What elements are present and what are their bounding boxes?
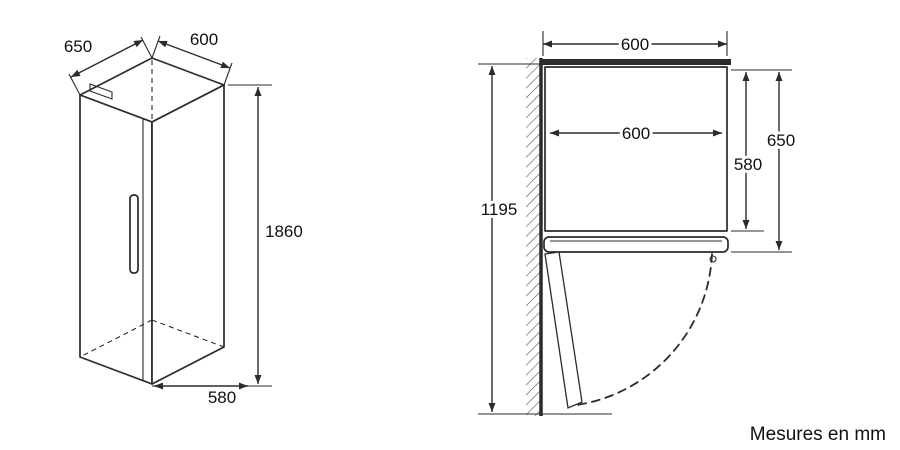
dim-side-depth-label: 650 xyxy=(64,37,92,56)
ext-line xyxy=(151,35,161,59)
wall-hatching xyxy=(526,58,541,416)
dim-top-clearance-label: 1195 xyxy=(481,200,518,219)
door-closed xyxy=(543,236,729,253)
dim-top-inner-width-label: 600 xyxy=(622,124,650,143)
dim-side-height-label: 1860 xyxy=(265,222,303,241)
units-caption: Mesures en mm xyxy=(750,424,886,445)
ext-line xyxy=(223,62,233,86)
dim-top-total-depth-label: 650 xyxy=(767,131,795,150)
back-wall-bar xyxy=(541,59,731,65)
fridge-side-face xyxy=(151,84,225,385)
hidden-bottom-left-edge xyxy=(79,319,153,358)
side-view-dimensions: 650 600 1860 580 xyxy=(61,27,306,410)
door-hinge-pin xyxy=(709,255,717,263)
top-view-dimensions: 600 600 580 650 1195 xyxy=(478,31,798,415)
door-swing-arc xyxy=(576,253,713,406)
dim-top-outer-width-label: 600 xyxy=(621,35,649,54)
door-handle xyxy=(129,194,139,274)
ext-line xyxy=(68,73,81,96)
dim-top-body-depth-label: 580 xyxy=(734,155,762,174)
side-perspective-view xyxy=(79,57,225,385)
cabinet-body xyxy=(544,66,728,232)
dim-side-base-label: 580 xyxy=(208,388,236,407)
dim-line-depth xyxy=(70,39,144,78)
dim-side-width-label: 600 xyxy=(190,30,218,49)
door-open xyxy=(544,251,583,409)
top-view xyxy=(526,58,731,416)
fridge-front-face xyxy=(79,94,153,385)
dim-line-width xyxy=(157,40,231,69)
hidden-bottom-right-edge xyxy=(151,319,225,348)
control-panel xyxy=(89,83,113,100)
